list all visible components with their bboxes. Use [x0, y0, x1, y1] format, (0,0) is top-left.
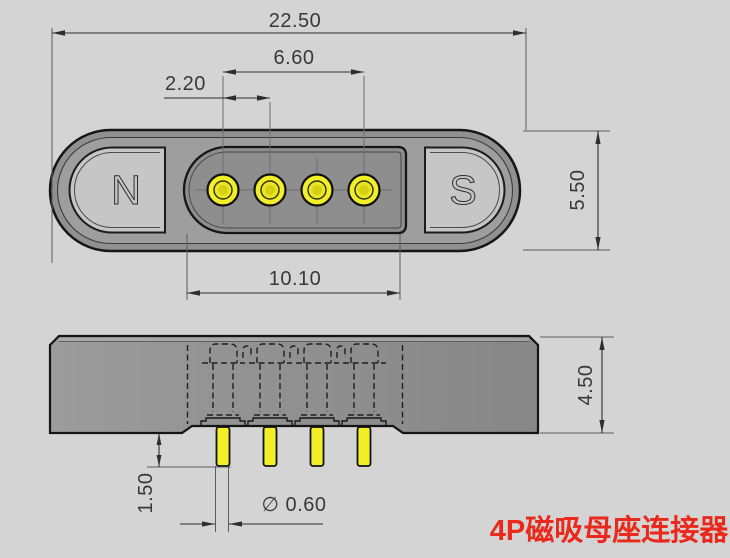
- cavity-2: [247, 343, 293, 426]
- dim-overall-width-text: 22.50: [269, 10, 322, 32]
- magnet-s-inner-line: [430, 152, 500, 228]
- top-face-highlight: [59, 337, 529, 341]
- side-view: 4.50 1.50 ∅ 0.60: [48, 334, 614, 532]
- pin-4: [347, 173, 381, 207]
- pin-2: [253, 173, 287, 207]
- pin-2-core: [265, 185, 275, 195]
- arrowhead: [599, 337, 605, 350]
- magnet-n-label: N: [111, 167, 141, 213]
- magnet-s-label: S: [449, 167, 476, 213]
- arrowhead: [257, 95, 270, 101]
- pin-1-core: [218, 185, 228, 195]
- pin-4-core: [359, 185, 369, 195]
- pin-tail-2: [262, 426, 278, 467]
- cavity-rib: [336, 345, 346, 358]
- arrowhead: [229, 521, 242, 527]
- arrowhead: [52, 30, 65, 36]
- dim-pin-pitch-text: 2.20: [165, 73, 206, 95]
- dim-pin-protrusion: 1.50: [135, 433, 231, 513]
- pin-3: [300, 173, 334, 207]
- magnet-s-shape: [424, 146, 506, 234]
- dim-slot-width-text: 10.10: [269, 268, 322, 290]
- arrowhead: [351, 69, 364, 75]
- magnet-n-inner-line: [74, 152, 160, 228]
- pin-slot-inner-line: [188, 151, 402, 229]
- dim-pin-pitch: 2.20: [164, 73, 270, 101]
- arrowhead: [595, 237, 601, 250]
- arrowhead: [513, 30, 526, 36]
- magnet-s-block: S: [424, 146, 506, 234]
- housing-outline-side-view: [48, 334, 540, 435]
- arrowhead: [223, 69, 236, 75]
- product-label: 4P磁吸母座连接器: [490, 513, 729, 547]
- cavity-1: [200, 343, 246, 426]
- pin-tail-4: [356, 426, 372, 467]
- dim-body-height: 5.50: [523, 130, 610, 251]
- pin-tails: [215, 426, 372, 467]
- arrowhead: [595, 131, 601, 144]
- pin-1: [206, 173, 240, 207]
- arrowhead: [223, 95, 236, 101]
- pin-3-core: [312, 185, 322, 195]
- arrowhead: [187, 290, 200, 296]
- dim-body-height-text: 5.50: [567, 170, 589, 211]
- dim-pin-protrusion-text: 1.50: [135, 473, 157, 514]
- cavity-rib: [289, 345, 299, 358]
- arrowhead: [156, 433, 162, 445]
- pin-tail-1: [215, 426, 231, 467]
- dim-body-thickness: 4.50: [540, 336, 614, 434]
- cavity-4: [341, 343, 387, 426]
- pin-tail-3: [309, 426, 325, 467]
- arrowhead: [387, 290, 400, 296]
- arrowhead: [156, 455, 162, 467]
- dim-pin-diameter: ∅ 0.60: [180, 466, 326, 532]
- arrowhead: [599, 420, 605, 433]
- arrowhead: [202, 521, 215, 527]
- top-view: N S: [48, 10, 610, 300]
- dim-pin-span: 6.60: [223, 47, 364, 75]
- dim-body-thickness-text: 4.50: [575, 365, 597, 406]
- dim-pin-diameter-text: ∅ 0.60: [262, 494, 327, 516]
- dim-pin-span-text: 6.60: [274, 47, 315, 69]
- cavity-rib: [242, 345, 252, 358]
- magnet-n-shape: [68, 146, 166, 234]
- dim-slot-width: 10.10: [187, 268, 400, 296]
- magnet-n-block: N: [68, 146, 166, 234]
- cavity-3: [294, 343, 340, 426]
- dim-overall-width: 22.50: [51, 10, 527, 263]
- hidden-pin-cavities: [186, 343, 404, 426]
